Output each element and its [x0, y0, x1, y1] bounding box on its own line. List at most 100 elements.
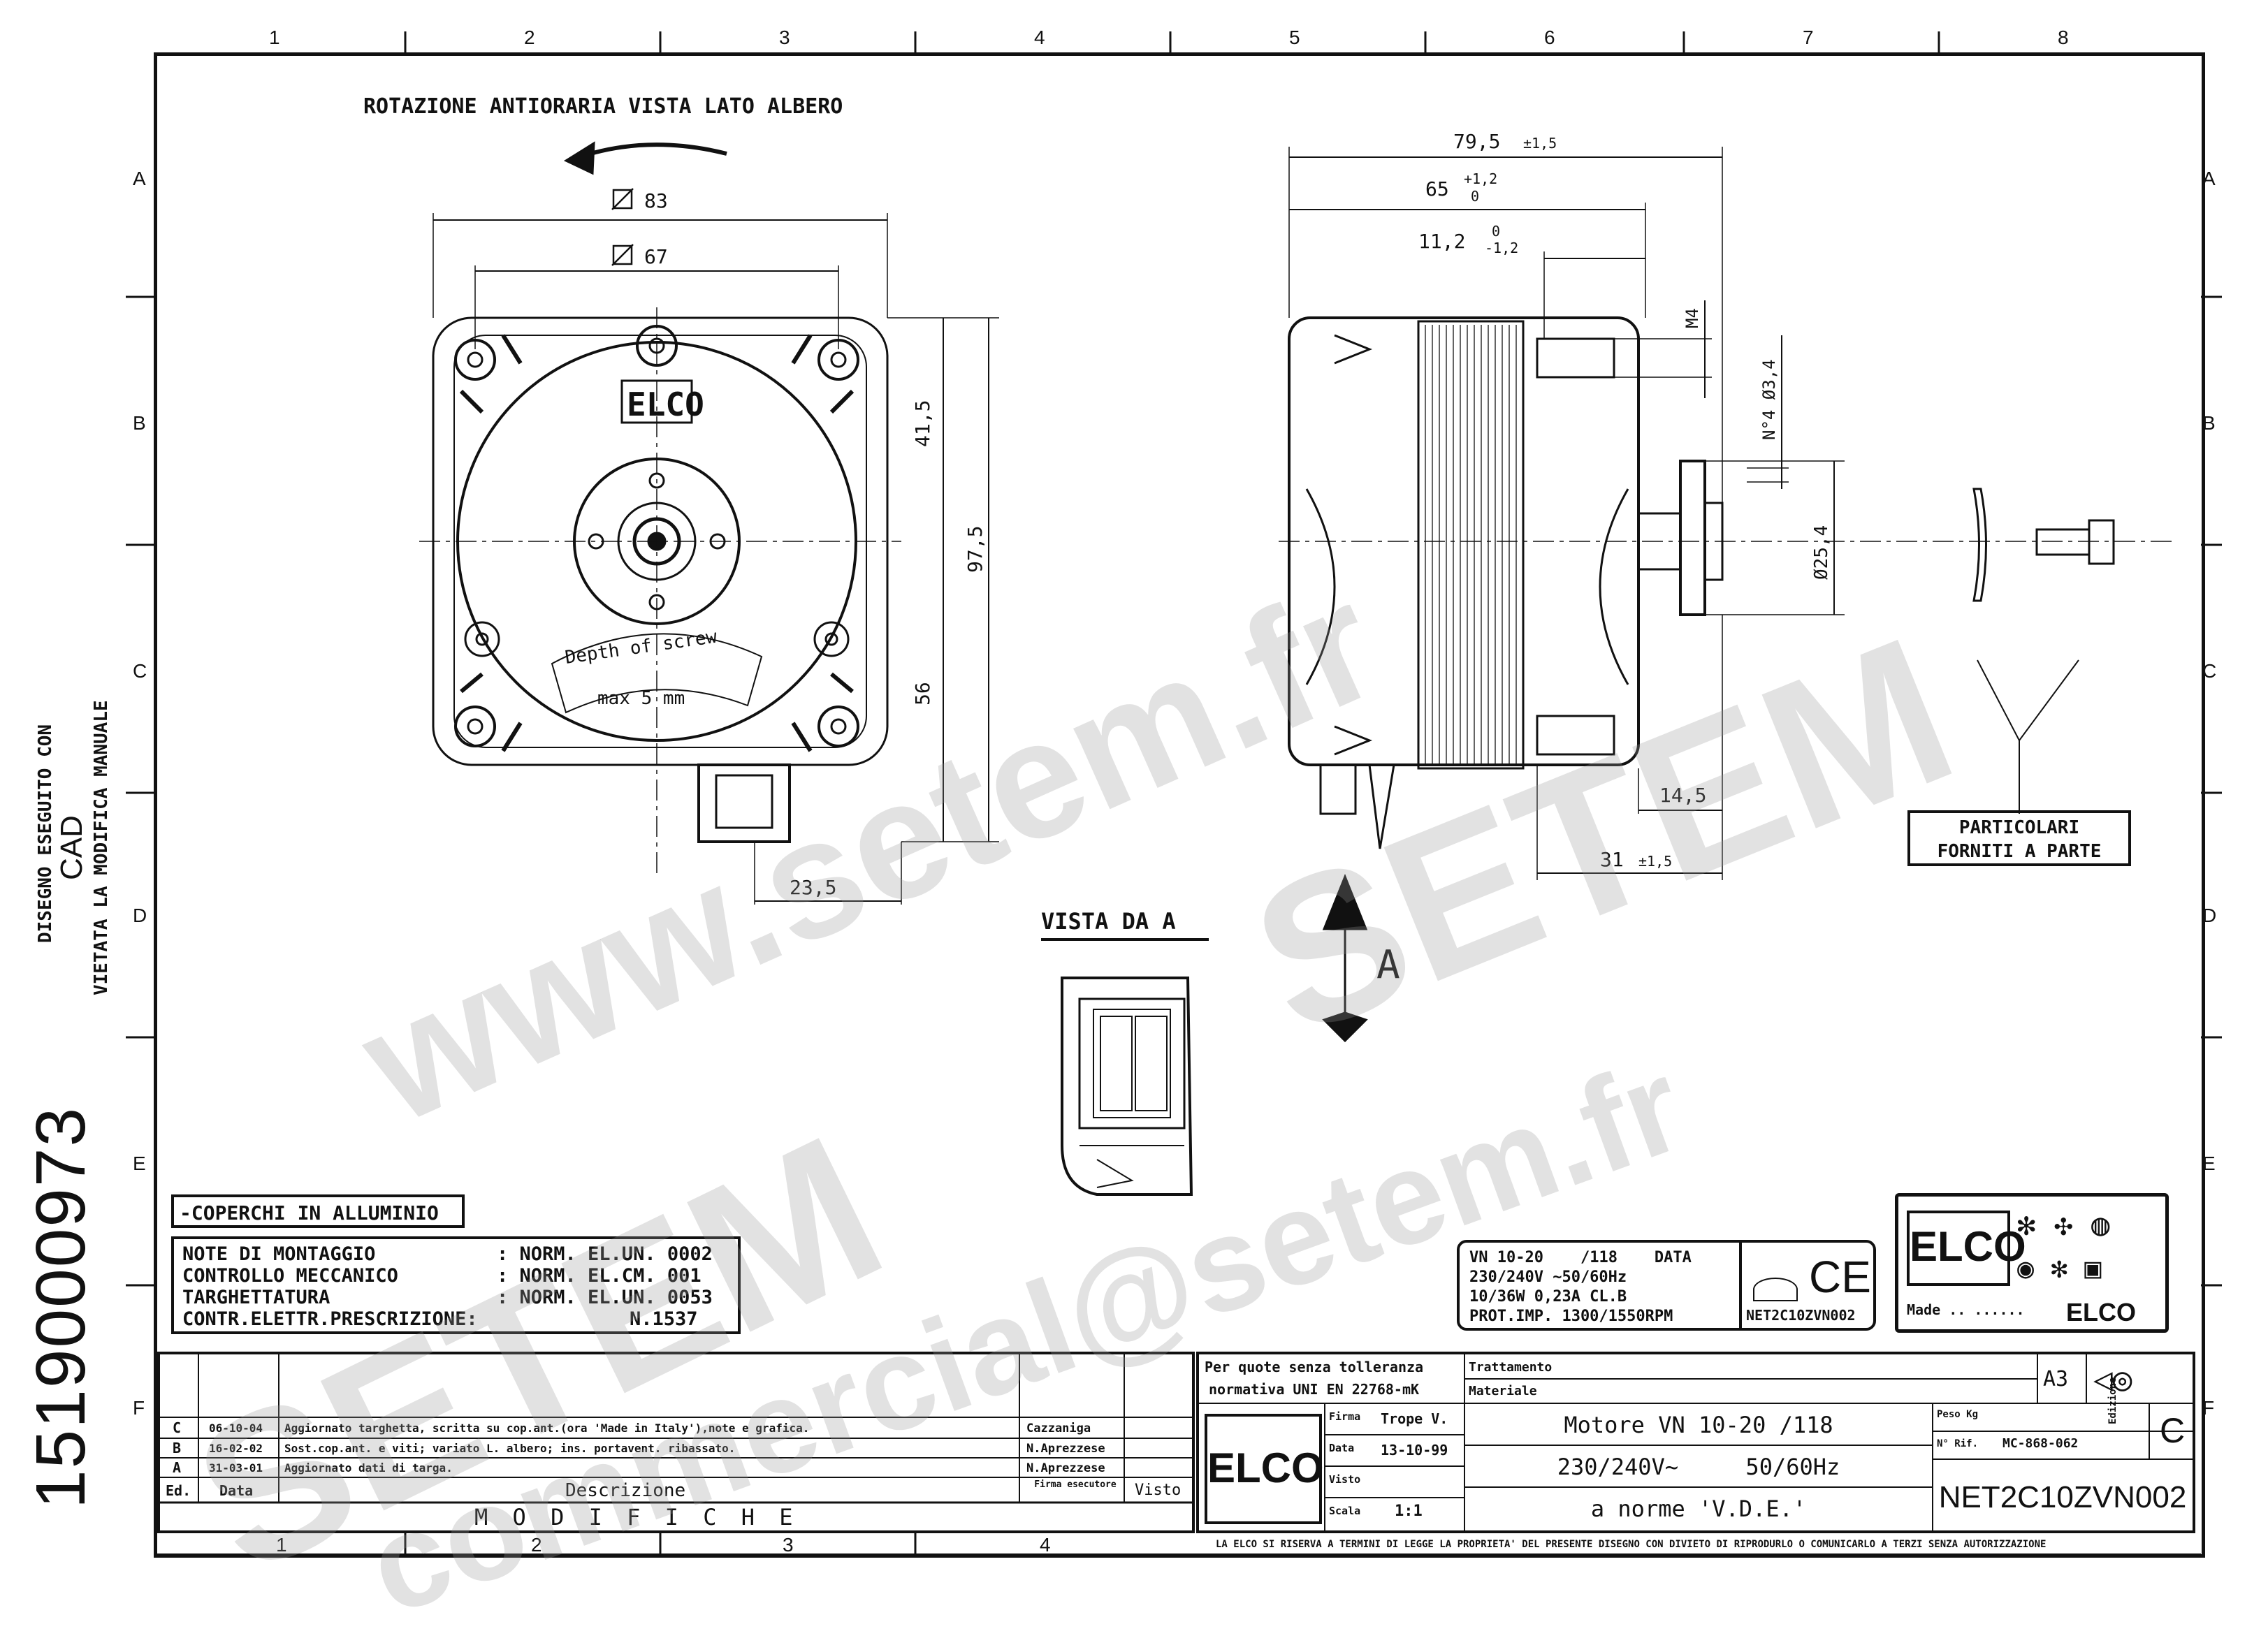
row-label: B	[133, 412, 146, 434]
row-label: C	[2202, 660, 2217, 682]
mod-date: 16-02-02	[209, 1442, 263, 1455]
parts-line1: PARTICOLARI	[1958, 817, 2080, 838]
cover-brand: ELCO	[627, 386, 704, 423]
mod-title: M O D I F I C H E	[474, 1504, 799, 1530]
title-desc-line2: 230/240V~ 50/60Hz	[1557, 1454, 1840, 1480]
dim-65: 65	[1425, 177, 1449, 200]
edizione-label: Edizione	[2107, 1377, 2118, 1424]
plate-code: NET2C10ZVN002	[1746, 1307, 1856, 1324]
tol-65-up: +1,2	[1464, 170, 1497, 187]
rotation-note: ROTAZIONE ANTIORARIA VISTA LATO ALBERO	[363, 94, 843, 119]
made-label: Made .. ......	[1907, 1301, 2025, 1318]
dim-79-5: 79,5	[1453, 130, 1500, 153]
title-block: Per quote senza tolleranza normativa UNI…	[1196, 1352, 2195, 1533]
depth-label-2: max 5 mm	[597, 688, 685, 709]
technical-drawing: ROTAZIONE ANTIORARIA VISTA LATO ALBERO 8…	[126, 31, 2222, 1555]
title-desc-line1: Motore VN 10-20 /118	[1564, 1412, 1833, 1438]
elco-logo: ELCO	[1907, 1211, 2026, 1286]
firma-value: Trope V.	[1381, 1410, 1448, 1427]
ce-mark: CE	[1809, 1252, 1871, 1302]
mod-rev: B	[173, 1440, 182, 1456]
title-desc-line3: a norme 'V.D.E.'	[1590, 1496, 1807, 1522]
note-row: TARGHETTATURA: NORM. EL.UN. 0053	[182, 1287, 713, 1308]
dim-23-5: 23,5	[790, 876, 836, 899]
mod-header-desc: Descrizione	[565, 1480, 686, 1501]
mod-rev: C	[173, 1419, 182, 1436]
dim-14-5: 14,5	[1659, 784, 1706, 807]
dim-11-2: 11,2	[1418, 230, 1465, 253]
row-label: E	[2202, 1153, 2216, 1174]
view-a-title: VISTA DA A	[1041, 908, 1176, 935]
col-label: 3	[783, 1534, 794, 1556]
mod-by: N.Aprezzese	[1026, 1461, 1105, 1475]
mod-by: Cazzaniga	[1026, 1421, 1091, 1435]
rif-value: MC-868-062	[2002, 1436, 2079, 1451]
col-label: 8	[2058, 27, 2069, 48]
data-label: Data	[1329, 1442, 1355, 1454]
format-label: A3	[2043, 1367, 2069, 1391]
dim-56: 56	[911, 682, 934, 705]
peso-label: Peso Kg	[1937, 1409, 1979, 1420]
dim-m4: M4	[1682, 308, 1702, 328]
col-label: 4	[1040, 1534, 1051, 1556]
rif-label: N° Rif.	[1937, 1438, 1979, 1449]
mod-rev: A	[173, 1459, 182, 1476]
row-label: D	[2202, 905, 2217, 926]
scala-label: Scala	[1329, 1505, 1361, 1517]
row-label: F	[2202, 1397, 2215, 1419]
col-label: 3	[779, 27, 790, 48]
dim-25-4: Ø25,4	[1811, 525, 1832, 580]
depth-label-1: Depth of screw	[564, 627, 719, 668]
visto-label: Visto	[1329, 1473, 1361, 1486]
motor-icons: ◉ ✻ ▣	[2017, 1252, 2102, 1285]
title-elco-logo: ELCO	[1205, 1414, 1324, 1524]
row-label: D	[133, 905, 147, 926]
mod-date: 06-10-04	[209, 1421, 263, 1435]
plate-divider	[1739, 1243, 1742, 1328]
plate-text: VN 10-20 /118 DATA 230/240V ~50/60Hz 10/…	[1469, 1249, 1692, 1325]
edizione-value: C	[2160, 1411, 2186, 1450]
tolerance-note-1: Per quote senza tolleranza	[1205, 1359, 1424, 1375]
fan-icons: ✻ ✣ ◍	[2017, 1207, 2110, 1243]
footer-notice: LA ELCO SI RISERVA A TERMINI DI LEGGE LA…	[1216, 1539, 2047, 1550]
modifications-table: C 06-10-04 Aggiornato targhetta, scritta…	[157, 1352, 1195, 1533]
firma-label: Firma	[1329, 1410, 1361, 1423]
elco-small-logo: ELCO	[2066, 1298, 2137, 1326]
dim-83: 83	[644, 189, 668, 212]
mod-by: N.Aprezzese	[1026, 1442, 1105, 1456]
row-label: C	[133, 660, 147, 682]
col-label: 2	[524, 27, 535, 48]
mod-grid	[160, 1354, 1192, 1504]
elco-logo-box: ELCO ✻ ✣ ◍ ◉ ✻ ▣ Made .. ...... ELCO	[1895, 1193, 2169, 1333]
title-code: NET2C10ZVN002	[1938, 1480, 2187, 1514]
col-label: 7	[1803, 27, 1814, 48]
col-label: 5	[1289, 27, 1300, 48]
note-row: CONTR.ELETTR.PRESCRIZIONE:N.1537	[182, 1308, 698, 1330]
tol-11-2-dn: -1,2	[1485, 240, 1518, 256]
mod-header-firma: Firma esecutore	[1034, 1479, 1117, 1490]
row-label: A	[133, 168, 146, 189]
tolerance-note-2: normativa UNI EN 22768-mK	[1209, 1381, 1420, 1398]
vde-mark-icon	[1753, 1278, 1798, 1301]
tol-31: ±1,5	[1638, 853, 1672, 870]
col-label: 1	[269, 27, 280, 48]
mod-header-data: Data	[219, 1482, 254, 1499]
drawing-frame	[154, 52, 2205, 1558]
trattamento-label: Trattamento	[1469, 1360, 1553, 1375]
tol-65-dn: 0	[1471, 188, 1479, 205]
note-row: NOTE DI MONTAGGIO: NORM. EL.UN. 0002	[182, 1243, 713, 1265]
title-grid	[1199, 1354, 2193, 1530]
dim-holes: N°4 Ø3,4	[1759, 359, 1779, 440]
dim-97-5: 97,5	[964, 526, 987, 573]
mod-desc: Aggiornato targhetta, scritta su cop.ant…	[284, 1421, 810, 1435]
note-row: CONTROLLO MECCANICO: NORM. EL.CM. 001	[182, 1265, 702, 1287]
materiale-label: Materiale	[1469, 1384, 1537, 1398]
mod-date: 31-03-01	[209, 1461, 263, 1475]
parts-line2: FORNITI A PARTE	[1937, 841, 2102, 862]
data-value: 13-10-99	[1381, 1442, 1448, 1458]
scala-value: 1:1	[1395, 1503, 1423, 1520]
coperchi-note: -COPERCHI IN ALLUMINIO	[171, 1194, 465, 1228]
mod-desc: Sost.cop.ant. e viti; variato L. albero;…	[284, 1442, 736, 1455]
row-label: E	[133, 1153, 146, 1174]
col-label: 6	[1544, 27, 1555, 48]
